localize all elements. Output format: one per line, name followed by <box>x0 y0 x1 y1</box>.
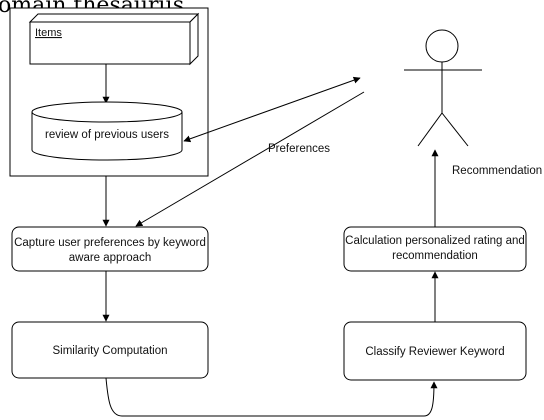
actor-right-leg <box>441 112 469 147</box>
capture-label-line1: Capture user preferences by keyword <box>14 237 206 249</box>
calculation-label-line1: Calculation personalized rating and <box>345 235 525 247</box>
items-label: Items <box>35 27 62 39</box>
recommendation-label: Recommendation <box>452 165 542 177</box>
reviews-database-top <box>31 101 183 123</box>
actor-left-leg <box>417 112 443 147</box>
items-box: Items <box>28 12 200 66</box>
capture-node <box>11 226 209 272</box>
items-box-front <box>29 21 191 65</box>
classify-label: Classify Reviewer Keyword <box>365 346 504 358</box>
calculation-label-line2: recommendation <box>392 250 478 262</box>
edge-similarity-to-classify <box>105 377 438 417</box>
user-actor-icon <box>404 29 482 147</box>
edge-reviews-user <box>183 76 361 143</box>
items-box-side <box>189 12 199 66</box>
reviews-label: review of previous users <box>45 129 169 141</box>
reviews-database: review of previous users <box>31 101 183 161</box>
similarity-node <box>11 321 209 379</box>
preferences-label: Preferences <box>268 143 330 155</box>
edge-user-to-capture <box>135 91 365 227</box>
capture-label-line2: aware approach <box>69 252 151 264</box>
items-box-top <box>28 13 200 23</box>
similarity-label: Similarity Computation <box>52 345 167 357</box>
reviews-database-body <box>31 112 183 161</box>
calculation-node <box>343 226 527 272</box>
actor-head <box>425 29 459 63</box>
